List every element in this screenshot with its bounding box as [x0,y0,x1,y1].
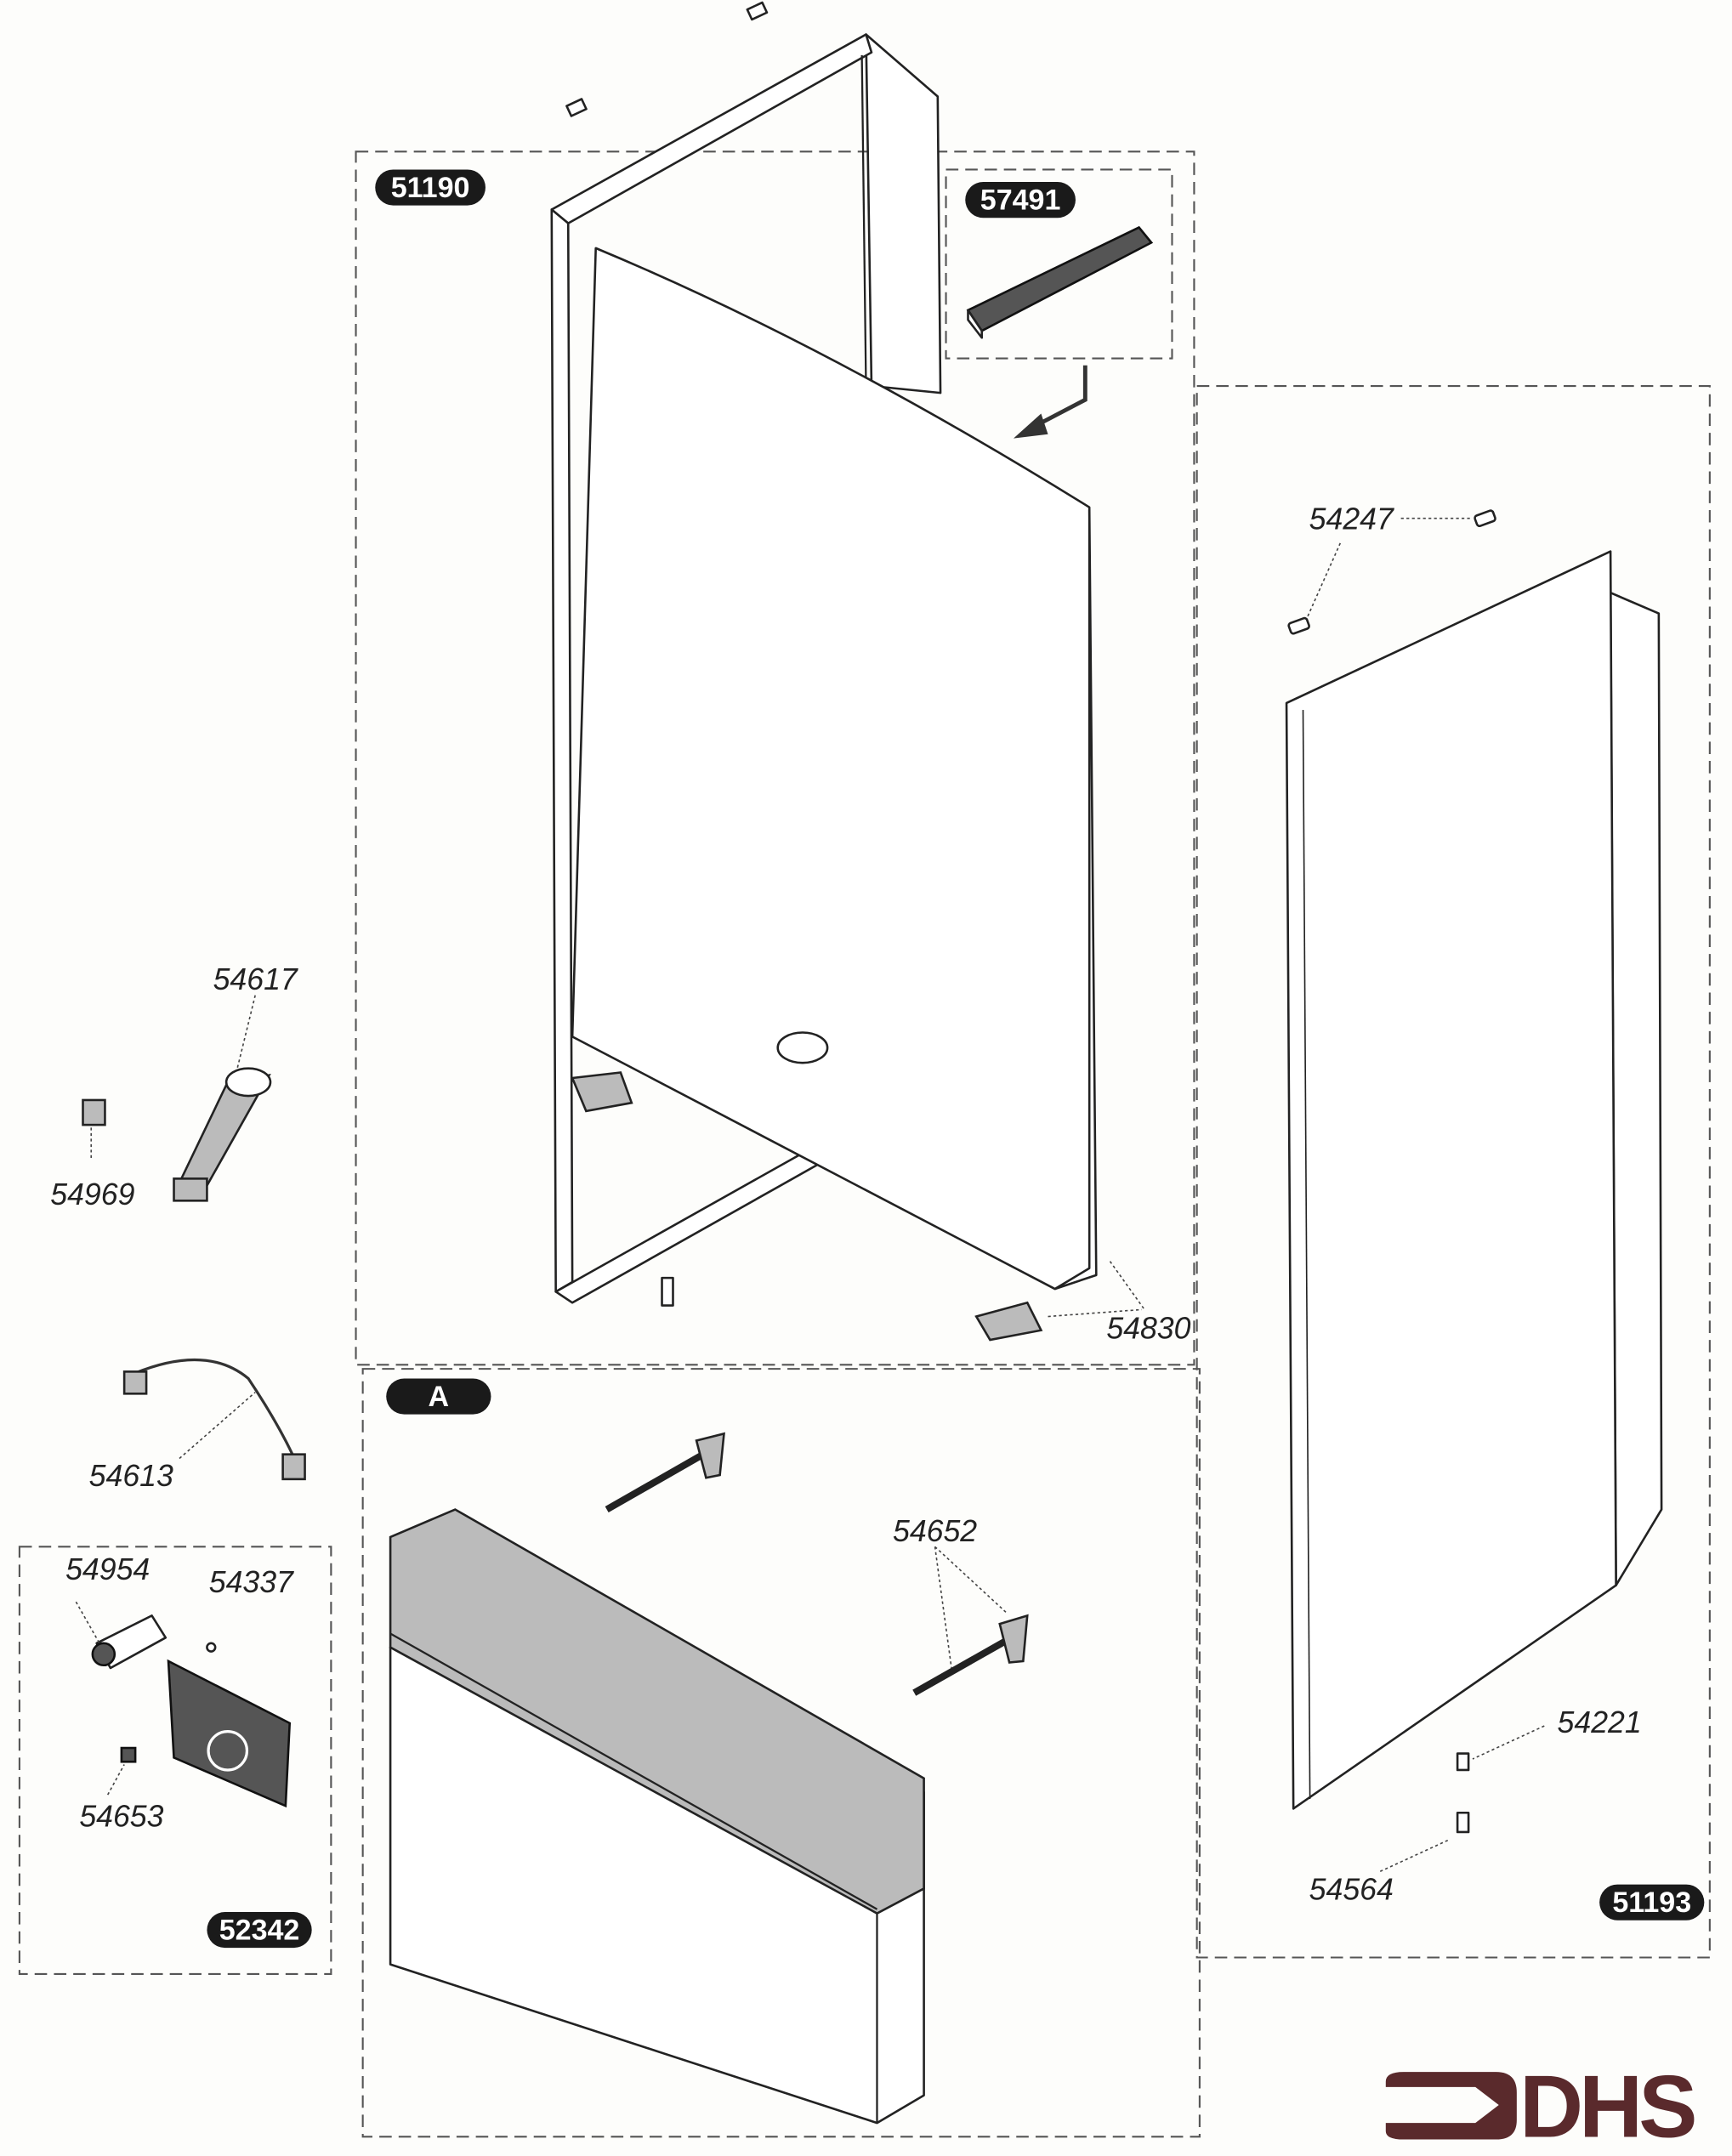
group-box-51193 [1195,384,1711,1959]
part-label-54564: 54564 [1309,1872,1394,1906]
group-box-A [361,1368,1201,2138]
hinge-rods [605,1432,1029,1696]
svg-text:52342: 52342 [219,1914,300,1946]
part-label-54969: 54969 [50,1177,134,1211]
part-label-54613: 54613 [89,1459,173,1493]
group-badge-51193: 51193 [1599,1884,1705,1921]
svg-text:51190: 51190 [391,172,470,204]
group-badge-51190: 51190 [375,169,486,206]
svg-text:51193: 51193 [1612,1886,1691,1919]
svg-text:DHS: DHS [1519,2057,1695,2155]
group-badge-52342: 52342 [207,1911,312,1949]
part-label-54221: 54221 [1558,1705,1642,1739]
part-label-54652: 54652 [893,1514,977,1548]
right-door-panel [1285,509,1663,1873]
thermostat-kit [75,1601,292,1808]
group-badge-57491: 57491 [965,182,1076,218]
group-box-52342 [18,1546,332,1976]
dhs-logo: DHS [1385,2057,1699,2155]
cabinet-frame [550,1,942,1307]
part-label-54247: 54247 [1309,502,1394,536]
part-label-54954: 54954 [65,1552,150,1586]
drawer-front [389,1508,925,2125]
part-label-54337: 54337 [209,1565,294,1599]
cable-part [122,1358,306,1481]
part-label-54830: 54830 [1106,1311,1190,1345]
svg-text:57491: 57491 [980,184,1061,216]
part-label-54617: 54617 [213,962,298,996]
handle-part [82,995,272,1202]
gasket-strip [966,225,1154,439]
group-box-57491 [945,168,1173,360]
group-badge-A: A [386,1378,491,1415]
door-panel [571,247,1098,1342]
part-label-54653: 54653 [79,1799,163,1833]
svg-text:A: A [429,1381,450,1413]
group-box-51190 [355,150,1195,1366]
